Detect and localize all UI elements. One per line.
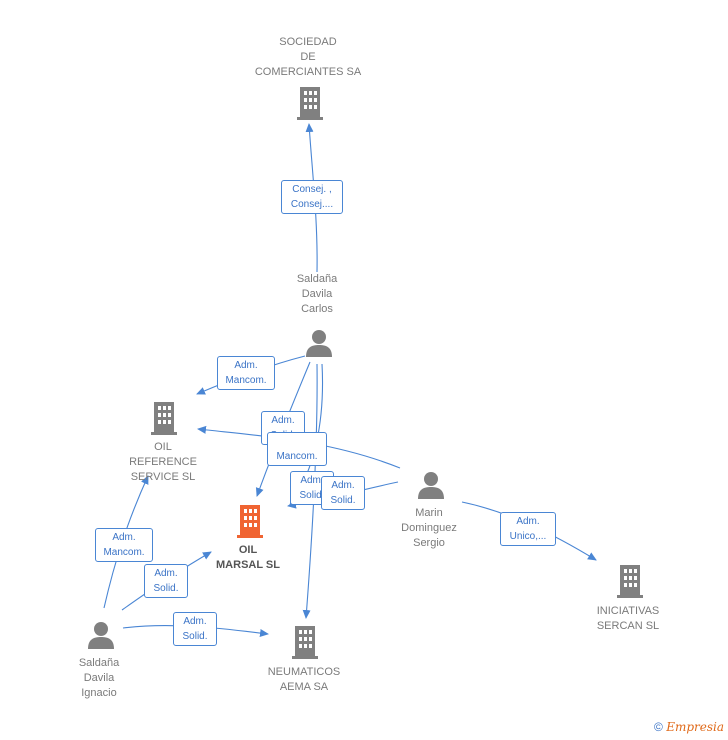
person-icon[interactable] xyxy=(416,470,446,500)
building-icon[interactable] xyxy=(294,85,326,121)
brand-logo-text: Empresia xyxy=(666,720,724,734)
node-label-sociedad[interactable]: SOCIEDAD DE COMERCIANTES SA xyxy=(254,36,362,78)
edge-label-marin-iniciativas[interactable]: Adm. Unico,... xyxy=(500,512,556,546)
building-icon[interactable] xyxy=(289,624,321,660)
node-label-saldana-ignacio[interactable]: Saldaña Davila Ignacio xyxy=(78,657,120,699)
node-label-iniciativas[interactable]: INICIATIVAS SERCAN SL xyxy=(596,605,660,632)
edge-label-marin-oilref[interactable]: Mancom. xyxy=(267,432,327,466)
person-icon[interactable] xyxy=(304,328,334,358)
edge-label-carlos-sociedad[interactable]: Consej. , Consej.... xyxy=(281,180,343,214)
building-icon[interactable] xyxy=(614,563,646,599)
edge-label-marin-marsal[interactable]: Adm. Solid. xyxy=(321,476,365,510)
edge-label-ignacio-oilref[interactable]: Adm. Mancom. xyxy=(95,528,153,562)
node-label-oil-reference[interactable]: OIL REFERENCE SERVICE SL xyxy=(129,441,197,483)
node-label-oil-marsal[interactable]: OIL MARSAL SL xyxy=(216,544,280,571)
footer-brand[interactable]: © Empresia xyxy=(654,720,724,734)
copyright-icon: © xyxy=(654,720,663,734)
node-label-neumaticos[interactable]: NEUMATICOS AEMA SA xyxy=(267,666,341,693)
building-icon[interactable] xyxy=(148,400,180,436)
edge-label-ignacio-marsal[interactable]: Adm. Solid. xyxy=(144,564,188,598)
node-label-marin[interactable]: Marin Dominguez Sergio xyxy=(401,507,457,549)
edge-label-ignacio-neumaticos[interactable]: Adm. Solid. xyxy=(173,612,217,646)
building-icon-focus[interactable] xyxy=(234,503,266,539)
node-label-saldana-carlos[interactable]: Saldaña Davila Carlos xyxy=(296,273,338,315)
person-icon[interactable] xyxy=(86,620,116,650)
edge-label-carlos-oilref[interactable]: Adm. Mancom. xyxy=(217,356,275,390)
